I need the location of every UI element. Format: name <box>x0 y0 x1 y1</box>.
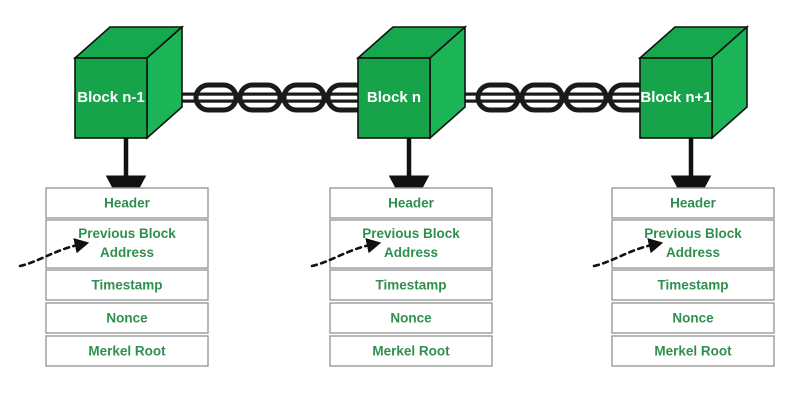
field-label: Header <box>388 196 435 211</box>
field-label: Timestamp <box>657 278 728 293</box>
chain-connector-1 <box>178 82 371 113</box>
field-label-line2: Address <box>384 245 438 260</box>
field-label: Timestamp <box>91 278 162 293</box>
field-stack-block-n-plus-1: Header Previous Block Address Timestamp … <box>611 187 775 367</box>
previous-block-link-arrow <box>592 238 664 268</box>
cube-front-face <box>74 57 148 139</box>
chain-link <box>237 82 283 113</box>
field-label: Merkel Root <box>654 344 732 359</box>
cube-front-face <box>357 57 431 139</box>
previous-block-link-arrow <box>310 238 382 268</box>
field-box-header[interactable]: Header <box>45 187 209 219</box>
chain-connector-2 <box>460 82 653 113</box>
field-label: Header <box>670 196 717 211</box>
field-label: Merkel Root <box>372 344 450 359</box>
field-box-header[interactable]: Header <box>329 187 493 219</box>
field-box-merkel-root[interactable]: Merkel Root <box>611 335 775 367</box>
chain-link <box>475 82 521 113</box>
field-box-timestamp[interactable]: Timestamp <box>45 269 209 301</box>
cube-front-face <box>639 57 713 139</box>
field-box-merkel-root[interactable]: Merkel Root <box>329 335 493 367</box>
field-box-nonce[interactable]: Nonce <box>611 302 775 334</box>
chain-link <box>519 82 565 113</box>
field-box-timestamp[interactable]: Timestamp <box>611 269 775 301</box>
field-label: Previous Block <box>78 226 176 241</box>
field-box-previous-block-address[interactable]: Previous Block Address <box>329 219 493 269</box>
chain-link <box>281 82 327 113</box>
field-label-line2: Address <box>666 245 720 260</box>
field-stack-block-n: Header Previous Block Address Timestamp … <box>329 187 493 367</box>
chain-link <box>563 82 609 113</box>
field-label: Nonce <box>390 311 432 326</box>
field-box-nonce[interactable]: Nonce <box>329 302 493 334</box>
field-label: Previous Block <box>644 226 742 241</box>
cube-label: Block n+1 <box>640 89 711 106</box>
field-box-previous-block-address[interactable]: Previous Block Address <box>45 219 209 269</box>
field-label: Previous Block <box>362 226 460 241</box>
field-box-nonce[interactable]: Nonce <box>45 302 209 334</box>
field-box-timestamp[interactable]: Timestamp <box>329 269 493 301</box>
field-box-header[interactable]: Header <box>611 187 775 219</box>
field-label: Merkel Root <box>88 344 166 359</box>
chain-link <box>193 82 239 113</box>
previous-block-link-arrow <box>18 238 90 268</box>
field-label-line2: Address <box>100 245 154 260</box>
block-cube-block-n-minus-1: Block n-1 <box>72 25 185 140</box>
field-label: Nonce <box>106 311 148 326</box>
cube-label: Block n <box>367 89 421 106</box>
field-stack-block-n-minus-1: Header Previous Block Address Timestamp … <box>45 187 209 367</box>
field-box-previous-block-address[interactable]: Previous Block Address <box>611 219 775 269</box>
field-box-merkel-root[interactable]: Merkel Root <box>45 335 209 367</box>
block-cube-block-n: Block n <box>355 25 468 140</box>
cube-label: Block n-1 <box>77 89 145 106</box>
field-label: Timestamp <box>375 278 446 293</box>
block-cube-block-n-plus-1: Block n+1 <box>637 25 750 140</box>
field-label: Nonce <box>672 311 714 326</box>
field-label: Header <box>104 196 151 211</box>
